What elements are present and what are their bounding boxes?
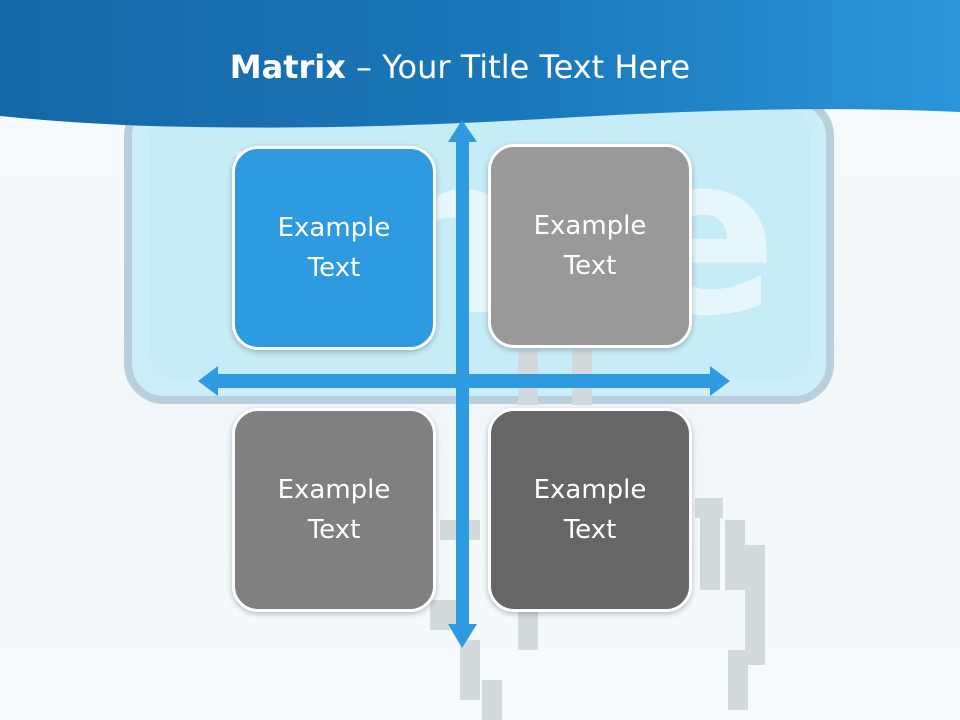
pointer-hand-icon <box>430 350 765 720</box>
quadrant-top-right: Example Text <box>488 144 692 348</box>
quadrant-text: Example Text <box>533 211 647 281</box>
quadrant-text: Example Text <box>277 213 391 283</box>
slide-title-bold: Matrix <box>229 48 346 86</box>
quadrant-bottom-left: Example Text <box>232 408 436 612</box>
slide-title: Matrix – Your Title Text Here <box>0 48 920 86</box>
quadrant-top-left: Example Text <box>232 146 436 350</box>
quadrant-bottom-right: Example Text <box>488 408 692 612</box>
quadrant-text: Example Text <box>533 475 647 545</box>
slide-title-rest: – Your Title Text Here <box>345 48 691 86</box>
horizontal-double-arrow <box>198 366 730 396</box>
quadrant-text: Example Text <box>277 475 391 545</box>
header-banner <box>0 0 960 128</box>
